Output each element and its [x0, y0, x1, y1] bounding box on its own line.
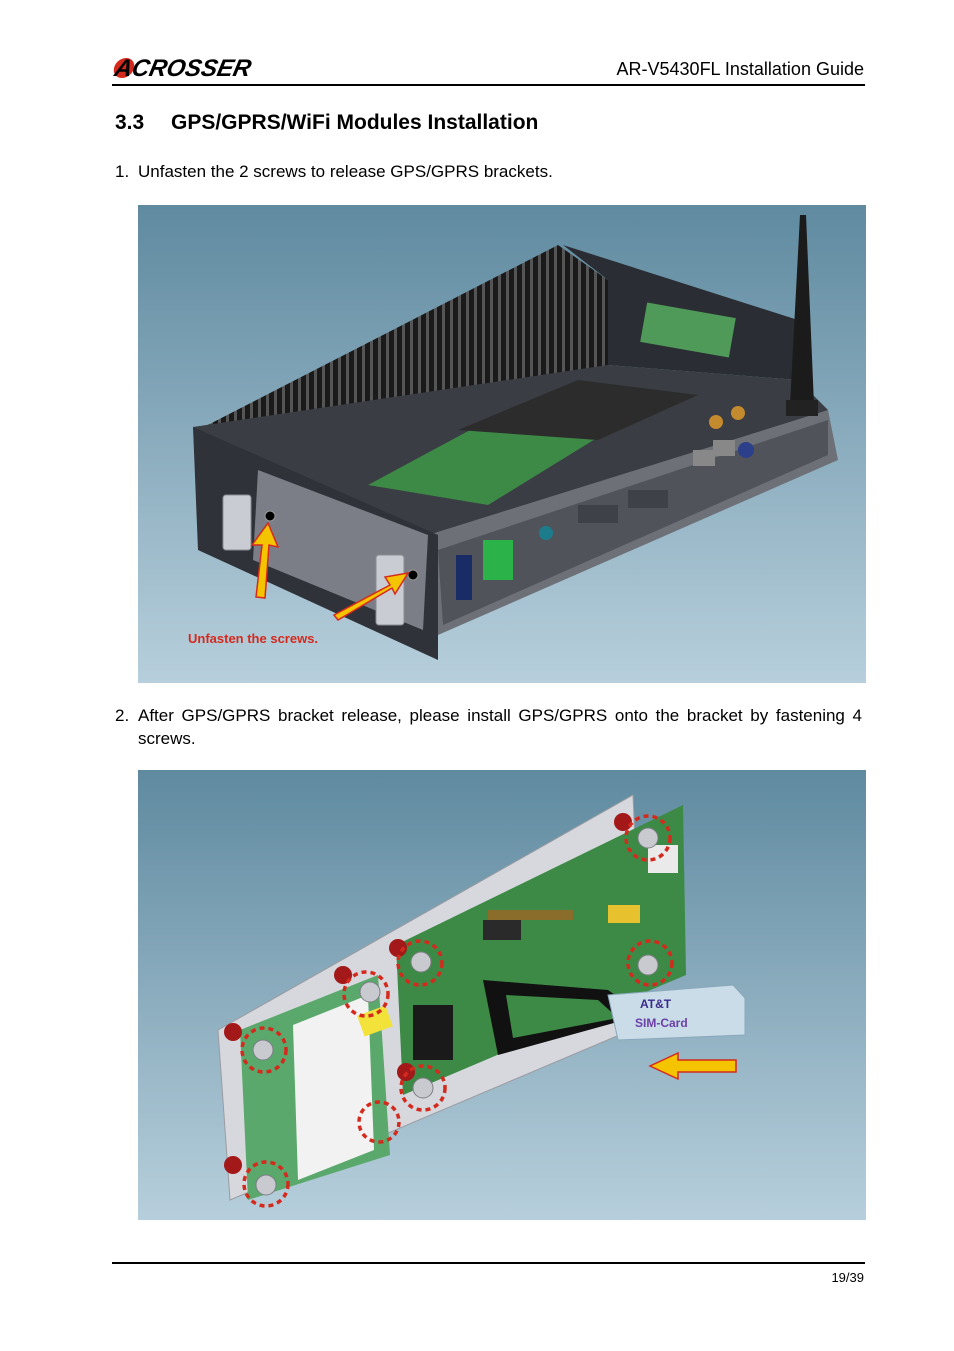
- section-heading: 3.3 GPS/GPRS/WiFi Modules Installation: [115, 111, 538, 135]
- acrosser-logo: ACROSSER: [112, 55, 254, 80]
- section-number: 3.3: [115, 111, 145, 134]
- insert-arrow-icon: [648, 1051, 737, 1081]
- chassis-illustration: Unfasten the screws.: [138, 205, 866, 683]
- step-text: After GPS/GPRS bracket release, please i…: [138, 706, 862, 748]
- step-number: 2.: [115, 706, 130, 725]
- document-title: AR-V5430FL Installation Guide: [616, 59, 864, 79]
- logo-text: ACROSSER: [112, 55, 254, 80]
- page-header: ACROSSER AR-V5430FL Installation Guide: [112, 48, 864, 84]
- page-number: 19/39: [831, 1270, 864, 1285]
- callout-unfasten-screws: Unfasten the screws.: [188, 631, 318, 646]
- footer-divider: [112, 1262, 865, 1264]
- sim-card-carrier-label: AT&T: [640, 997, 672, 1011]
- section-title: GPS/GPRS/WiFi Modules Installation: [171, 111, 539, 134]
- step-number: 1.: [115, 162, 130, 181]
- gprs-module-illustration: AT&T SIM-Card: [138, 770, 866, 1220]
- header-divider: [112, 84, 865, 86]
- step-2: 2. After GPS/GPRS bracket release, pleas…: [115, 704, 863, 750]
- step-text: Unfasten the 2 screws to release GPS/GPR…: [138, 162, 553, 181]
- sim-card-label: SIM-Card: [635, 1016, 688, 1030]
